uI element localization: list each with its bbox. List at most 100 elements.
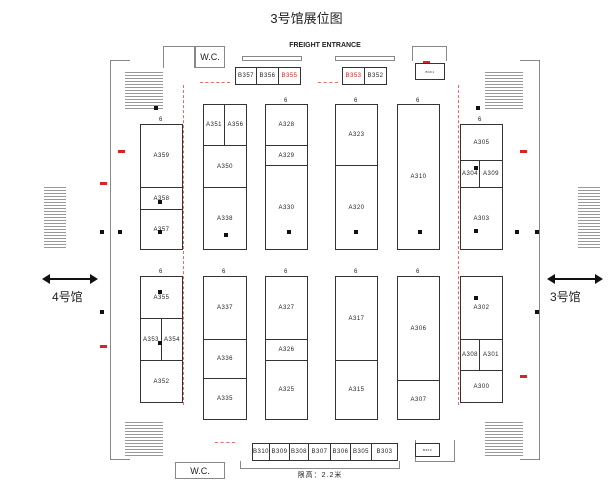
pillar: [158, 200, 162, 204]
booth-A359[interactable]: A359: [140, 124, 183, 188]
stairs: [485, 420, 523, 458]
door: [242, 56, 302, 61]
pillar: [287, 230, 291, 234]
booth-B308[interactable]: B308: [289, 443, 309, 461]
booth-A328[interactable]: A328: [265, 104, 308, 146]
booth-A308[interactable]: A308: [460, 339, 480, 371]
wall: [412, 46, 447, 61]
red-marker: [100, 182, 107, 185]
pillar: [100, 230, 104, 234]
stairs: [578, 185, 600, 250]
pillar: [418, 230, 422, 234]
booth-A358[interactable]: A358: [140, 187, 183, 210]
booth-B305[interactable]: B305: [350, 443, 372, 461]
width-mark: 6: [159, 269, 163, 275]
width-mark: 6: [354, 269, 358, 275]
width-mark: 6: [222, 269, 226, 275]
booth-B352[interactable]: B352: [364, 67, 387, 85]
hall-4-label[interactable]: 4号馆: [52, 290, 83, 304]
booth-A315[interactable]: A315: [335, 360, 378, 420]
pillar: [224, 233, 228, 237]
red-marker: [423, 61, 430, 64]
pillar: [158, 290, 162, 294]
booth-A327[interactable]: A327: [265, 276, 308, 340]
wc-top: W.C.: [195, 46, 225, 68]
pillar: [474, 296, 478, 300]
pillar: [535, 230, 539, 234]
booth-A353[interactable]: A353: [140, 318, 162, 361]
pillar: [515, 230, 519, 234]
pillar: [154, 106, 158, 110]
booth-B353[interactable]: B353: [342, 67, 365, 85]
width-mark: 6: [284, 98, 288, 104]
booth-A351[interactable]: A351: [203, 104, 225, 146]
freight-entrance-label: FREIGHT ENTRANCE: [289, 42, 361, 49]
stairs: [125, 420, 163, 458]
booth-B355[interactable]: B355: [278, 67, 301, 85]
booth-B357[interactable]: B357: [235, 67, 257, 85]
booth-A329[interactable]: A329: [265, 145, 308, 166]
pillar: [118, 230, 122, 234]
red-marker: [118, 150, 125, 153]
width-mark: 6: [159, 117, 163, 123]
wc-bottom: W.C.: [175, 462, 225, 479]
pillar: [100, 310, 104, 314]
booth-A337[interactable]: A337: [203, 276, 247, 340]
hall-3-label[interactable]: 3号馆: [550, 290, 581, 304]
booth-A357[interactable]: A357: [140, 209, 183, 250]
booth-B356[interactable]: B356: [256, 67, 279, 85]
booth-A325[interactable]: A325: [265, 360, 308, 420]
booth-A304[interactable]: A304: [460, 160, 480, 188]
aisle-line: [183, 85, 184, 405]
wall: [240, 461, 400, 469]
booth-A303[interactable]: A303: [460, 187, 503, 250]
booth-B300[interactable]: B300: [415, 443, 440, 457]
width-mark: 6: [354, 98, 358, 104]
booth-A336[interactable]: A336: [203, 339, 247, 379]
booth-A317[interactable]: A317: [335, 276, 378, 361]
height-limit-label: 限高：2.2米: [297, 472, 343, 479]
pillar: [158, 341, 162, 345]
arrow-to-hall-3: [547, 274, 603, 284]
aisle-line: [318, 82, 338, 83]
booth-A306[interactable]: A306: [397, 276, 440, 381]
booth-A354[interactable]: A354: [161, 318, 183, 361]
booth-A310[interactable]: A310: [397, 104, 440, 250]
booth-B307[interactable]: B307: [308, 443, 331, 461]
red-marker: [520, 375, 527, 378]
left-wall: [110, 60, 130, 460]
booth-A305[interactable]: A305: [460, 124, 503, 161]
booth-A301[interactable]: A301: [479, 339, 503, 371]
booth-A307[interactable]: A307: [397, 380, 440, 420]
booth-A326[interactable]: A326: [265, 339, 308, 361]
booth-A323[interactable]: A323: [335, 104, 378, 166]
booth-A350[interactable]: A350: [203, 145, 247, 188]
booth-A302[interactable]: A302: [460, 276, 503, 340]
width-mark: 6: [478, 117, 482, 123]
booth-A352[interactable]: A352: [140, 360, 183, 403]
booth-B301[interactable]: B301: [415, 63, 445, 80]
booth-B306[interactable]: B306: [330, 443, 351, 461]
stairs: [125, 70, 163, 110]
stairs: [485, 70, 523, 110]
aisle-line: [200, 82, 230, 83]
page-title: 3号馆展位图: [270, 11, 343, 26]
booth-A300[interactable]: A300: [460, 370, 503, 403]
red-marker: [520, 150, 527, 153]
booth-A356[interactable]: A356: [224, 104, 247, 146]
booth-A330[interactable]: A330: [265, 165, 308, 250]
booth-A309[interactable]: A309: [479, 160, 503, 188]
pillar: [474, 166, 478, 170]
booth-B303[interactable]: B303: [371, 443, 398, 461]
width-mark: 6: [284, 269, 288, 275]
booth-B309[interactable]: B309: [269, 443, 290, 461]
pillar: [354, 230, 358, 234]
aisle-line: [215, 442, 235, 443]
booth-A355[interactable]: A355: [140, 276, 183, 319]
booth-A320[interactable]: A320: [335, 165, 378, 250]
booth-A335[interactable]: A335: [203, 378, 247, 420]
pillar: [476, 106, 480, 110]
booth-B310[interactable]: B310: [252, 443, 270, 461]
booth-A338[interactable]: A338: [203, 187, 247, 250]
